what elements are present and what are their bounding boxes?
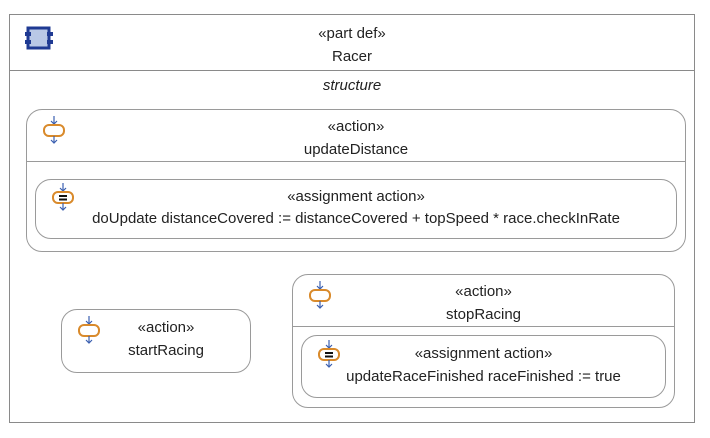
structure-compartment-label: structure xyxy=(322,77,382,94)
action-start-racing[interactable]: «action» startRacing xyxy=(61,309,251,373)
action-name: updateDistance xyxy=(303,141,409,158)
action-divider xyxy=(293,326,674,327)
action-stereotype: «action» xyxy=(137,319,195,336)
action-divider xyxy=(27,161,685,162)
assignment-action-update-race-finished[interactable]: «assignment action» updateRaceFinished r… xyxy=(301,335,666,398)
action-update-distance[interactable]: «action» updateDistance «assignment acti… xyxy=(26,109,686,252)
part-def-racer[interactable]: «part def» Racer structure «action» upda… xyxy=(9,14,695,423)
action-icon xyxy=(78,316,100,344)
part-def-icon xyxy=(25,26,53,50)
part-stereotype: «part def» xyxy=(318,25,386,42)
part-header: «part def» Racer xyxy=(10,15,694,71)
assignment-stereotype: «assignment action» xyxy=(287,188,425,205)
action-name: stopRacing xyxy=(445,306,522,323)
action-icon xyxy=(309,281,331,309)
action-stereotype: «action» xyxy=(455,283,512,300)
assignment-text: updateRaceFinished raceFinished := true xyxy=(346,368,621,385)
assignment-action-icon xyxy=(52,183,74,211)
action-icon xyxy=(43,116,65,144)
part-name: Racer xyxy=(331,48,372,65)
assignment-action-icon xyxy=(318,340,340,368)
action-stop-racing[interactable]: «action» stopRacing «assignment action» … xyxy=(292,274,675,408)
assignment-text: doUpdate distanceCovered := distanceCove… xyxy=(92,210,620,227)
assignment-action-do-update[interactable]: «assignment action» doUpdate distanceCov… xyxy=(35,179,677,239)
action-stereotype: «action» xyxy=(327,118,385,135)
assignment-stereotype: «assignment action» xyxy=(414,345,553,362)
action-name: startRacing xyxy=(128,342,204,359)
